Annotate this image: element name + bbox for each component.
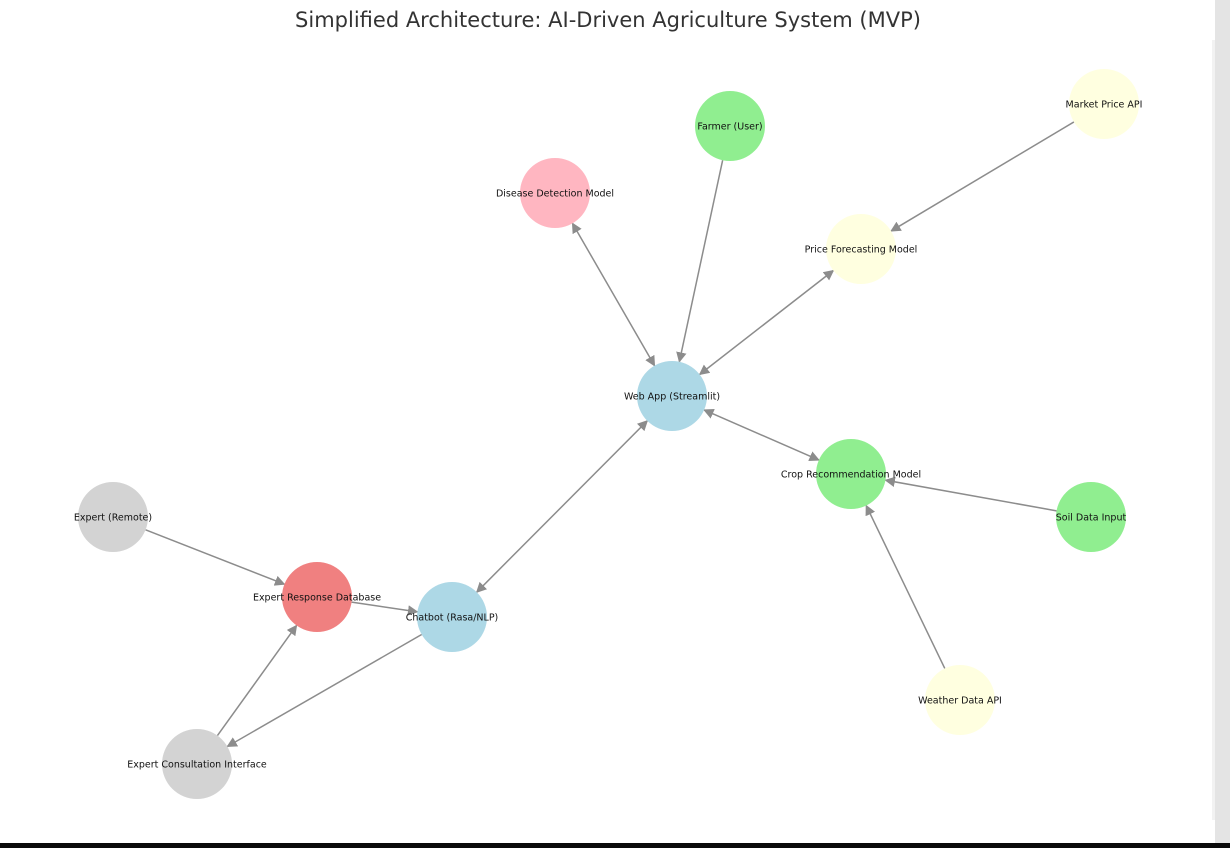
scrollbar-track [1215,0,1230,848]
edge-expertdb-chatbot [351,601,419,616]
node-consult [162,729,232,799]
node-webapp [637,361,707,431]
edge-weather-crop [865,504,946,669]
node-farmer [695,91,765,161]
node-price [826,214,896,284]
edge-soil-crop [884,476,1057,512]
edge-consult-expertdb [216,624,298,737]
edges-layer [145,121,1075,748]
node-expert [78,482,148,552]
node-soil [1056,482,1126,552]
node-label-disease: Disease Detection Model [496,189,614,200]
node-label-market: Market Price API [1066,100,1143,111]
edge-webapp-chatbot [475,420,649,593]
node-disease [520,158,590,228]
edge-webapp-disease [571,222,656,367]
node-label-price: Price Forecasting Model [805,245,918,256]
node-label-webapp: Web App (Streamlit) [624,392,720,403]
node-label-expertdb: Expert Response Database [253,593,381,604]
node-weather [925,665,995,735]
edge-chatbot-consult [226,633,423,748]
node-crop [816,439,886,509]
nodes-layer [78,69,1139,799]
node-label-chatbot: Chatbot (Rasa/NLP) [406,613,499,624]
diagram-title: Simplified Architecture: AI-Driven Agric… [295,8,921,32]
node-chatbot [417,582,487,652]
node-label-weather: Weather Data API [918,696,1002,707]
node-label-consult: Expert Consultation Interface [127,760,267,771]
node-label-farmer: Farmer (User) [697,122,762,133]
edge-market-price [890,121,1075,232]
node-label-expert: Expert (Remote) [74,513,152,524]
bottom-bar [0,843,1230,848]
node-expertdb [282,562,352,632]
node-label-soil: Soil Data Input [1056,513,1127,524]
frame-edge [1212,40,1215,820]
edge-webapp-price [698,269,835,376]
edge-webapp-crop [703,408,820,462]
labels-layer: Farmer (User) Web App (Streamlit) Disease … [74,100,1143,771]
node-market [1069,69,1139,139]
edge-farmer-webapp [676,160,724,363]
node-label-crop: Crop Recommendation Model [781,470,921,481]
edge-expert-expertdb [145,529,286,586]
